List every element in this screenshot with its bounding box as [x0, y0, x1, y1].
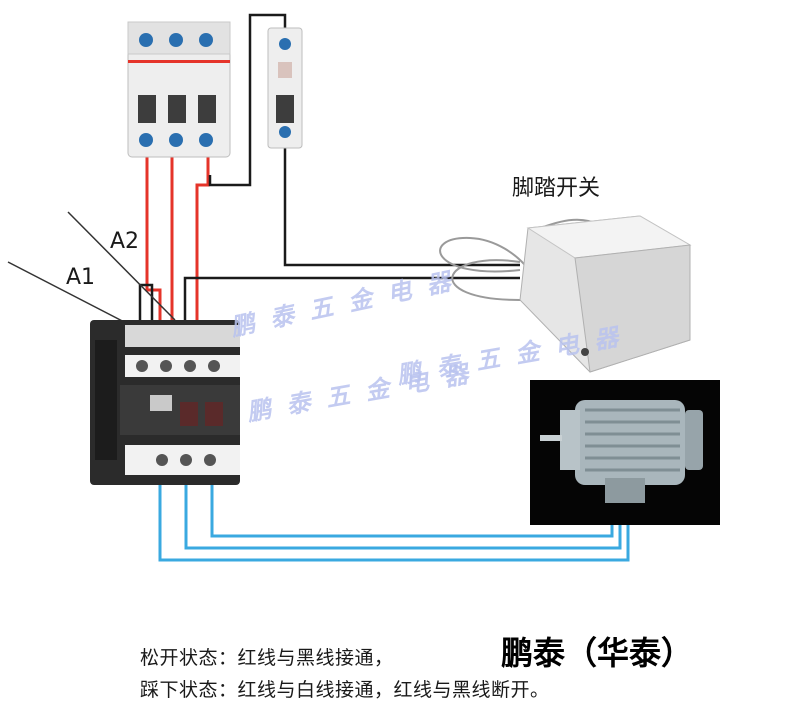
foot-pedal: [519, 215, 692, 373]
breaker-3p: [127, 21, 231, 158]
a1-label: A1: [66, 265, 96, 290]
breaker-1p: [267, 27, 303, 149]
foot-switch-label: 脚踏开关: [512, 176, 601, 201]
brand-overlay: 鹏泰（华泰）: [497, 628, 698, 674]
red-wires: [145, 150, 210, 330]
motor: [530, 380, 720, 525]
note-pressed: 踩下状态：红线与白线接通，红线与黑线断开。: [140, 679, 550, 701]
note-released-text: 松开状态：红线与黑线接通，: [140, 647, 394, 669]
a2-label: A2: [110, 229, 140, 254]
contactor: [90, 320, 240, 485]
black-wires: [138, 13, 520, 325]
pointer-lines: [7, 211, 176, 326]
